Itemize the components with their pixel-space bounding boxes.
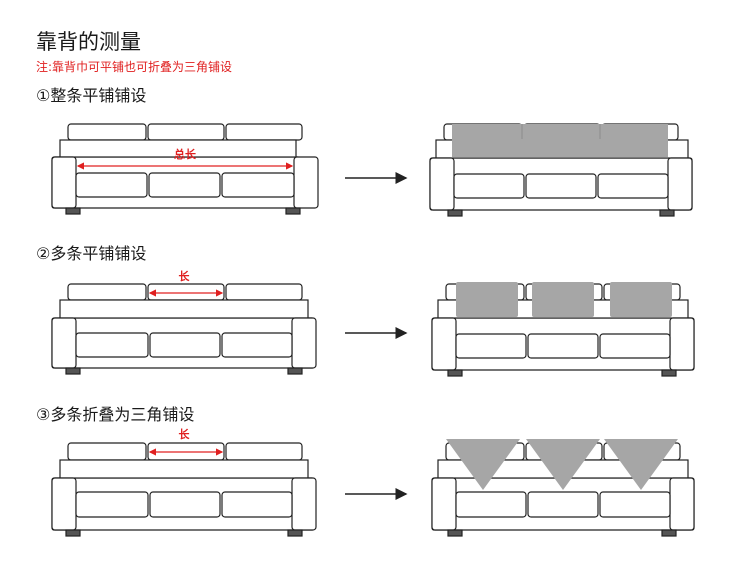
- sofa-left-2: [51, 283, 317, 375]
- note-text: 注:靠背巾可平铺也可折叠为三角铺设: [36, 60, 233, 74]
- sofa-left-1: [51, 123, 319, 215]
- cover-triangles: [446, 439, 678, 490]
- label-length-3: 长: [179, 427, 191, 441]
- cover-pieces: [456, 282, 672, 317]
- page-title: 靠背的测量: [36, 30, 141, 54]
- section-1-heading: ①整条平铺铺设: [36, 86, 147, 105]
- section-2-heading: ②多条平铺铺设: [36, 244, 147, 263]
- section-3-heading: ③多条折叠为三角铺设: [36, 405, 195, 424]
- cover-full: [452, 124, 668, 157]
- label-total-length: 总长: [174, 147, 197, 161]
- sofa-left-3: [51, 442, 317, 537]
- label-length-2: 长: [179, 269, 191, 283]
